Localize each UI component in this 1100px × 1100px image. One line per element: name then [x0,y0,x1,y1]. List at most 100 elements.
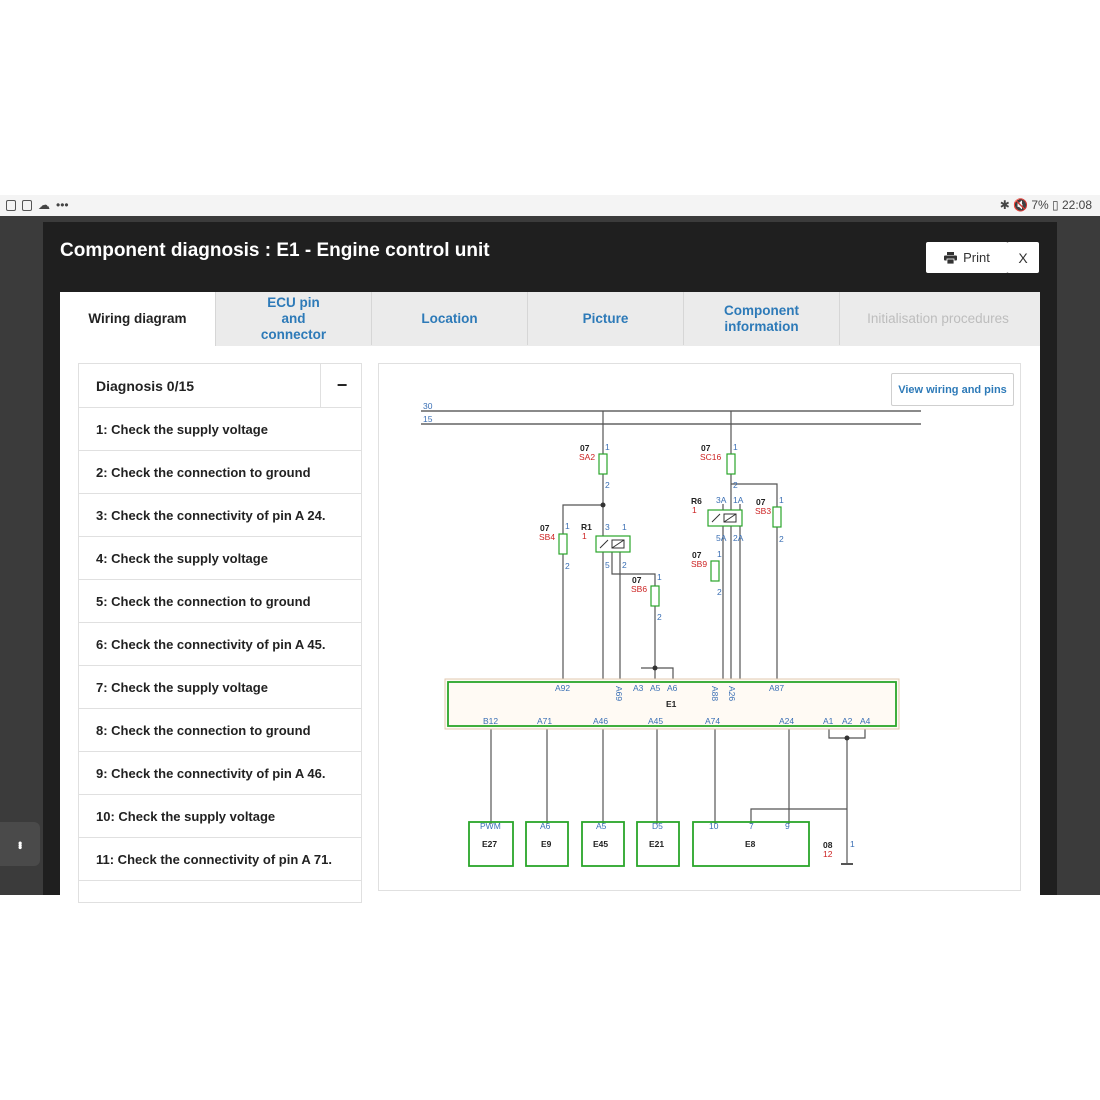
tab-picture[interactable]: Picture [528,292,684,345]
component-name: E27 [482,839,497,849]
diagnosis-item[interactable]: 5: Check the connection to ground [79,580,361,623]
component-e8 [692,821,810,867]
fuse-pin: 2 [605,480,610,490]
ecu-pin: A6 [667,683,678,693]
relay-pin: 2A [733,533,744,543]
ecu-pin: A88 [710,686,720,701]
more-notifications-icon: ••• [56,198,69,212]
ground-sub: 12 [823,849,833,859]
bus-label-30: 30 [423,401,433,411]
fuse-pin: 1 [657,572,662,582]
relay-sub: 1 [692,505,697,515]
tab-initialisation-procedures: Initialisation procedures [867,310,1009,326]
diagnosis-item[interactable]: 8: Check the connection to ground [79,709,361,752]
component-pin: D5 [652,821,663,831]
tab-bar: Wiring diagram ECU pin and connector Loc… [60,292,1040,346]
ecu-pin: A87 [769,683,784,693]
print-label: Print [963,250,990,265]
fuse-sc16 [726,453,736,475]
fuse-pin: 2 [657,612,662,622]
relay-pin: 5A [716,533,727,543]
content-panel: Wiring diagram ECU pin and connector Loc… [60,292,1040,903]
relay-pin: 2 [622,560,627,570]
fuse-id: 07 [692,550,702,560]
ecu-pin: A24 [779,716,794,726]
diagnosis-header: Diagnosis 0/15 − [79,364,361,408]
tab-wiring-diagram[interactable]: Wiring diagram [60,292,216,346]
printer-icon [944,251,958,264]
ecu-pin: B12 [483,716,498,726]
fuse-sa2 [598,453,608,475]
tab-component-information[interactable]: Component information [684,292,840,345]
diagnosis-item[interactable]: 2: Check the connection to ground [79,451,361,494]
fuse-pin: 1 [733,442,738,452]
relay-coil-icon [711,513,737,523]
tab-ecu-pin-connector[interactable]: ECU pin and connector [216,292,372,345]
ecu-pin: A71 [537,716,552,726]
junction [652,665,658,671]
collapse-button[interactable]: − [320,364,361,407]
ground-pin: 1 [850,839,855,849]
ecu-pin: A45 [648,716,663,726]
ecu-pin: A46 [593,716,608,726]
fuse-id: 07 [632,575,642,585]
diagnosis-list: Diagnosis 0/15 − 1: Check the supply vol… [78,363,362,903]
fuse-pin: 1 [605,442,610,452]
component-pin: PWM [480,821,501,831]
relay-sub: 1 [582,531,587,541]
diagnosis-item[interactable]: 6: Check the connectivity of pin A 45. [79,623,361,666]
relay-id: R1 [581,522,592,532]
diagnosis-item[interactable]: 1: Check the supply voltage [79,408,361,451]
gallery-icon [22,199,32,211]
side-menu-handle[interactable]: ••• [0,822,40,866]
relay-coil-icon [599,539,625,549]
component-pin: A5 [596,821,607,831]
fuse-pin: 2 [565,561,570,571]
wiring-diagram-area: View wiring and pins 30 1 5 [378,363,1021,891]
diagnosis-item[interactable]: 7: Check the supply voltage [79,666,361,709]
view-wiring-and-pins-button[interactable]: View wiring and pins [891,373,1014,406]
relay-r6 [707,509,743,527]
relay-pin: 3A [716,495,727,505]
wire [641,667,674,682]
print-button[interactable]: Print [926,242,1008,273]
diagnosis-item[interactable]: 4: Check the supply voltage [79,537,361,580]
fuse-sb4 [558,533,568,555]
wire [611,536,656,704]
fuse-pin: 1 [717,549,722,559]
fuse-name: SC16 [700,452,722,462]
ecu-pin: A2 [842,716,853,726]
wire [750,808,847,824]
fuse-pin: 2 [717,587,722,597]
close-button[interactable]: X [1007,242,1039,273]
component-diagnosis-modal: Component diagnosis : E1 - Engine contro… [43,222,1057,903]
component-e27 [468,821,514,867]
junction [844,735,850,741]
status-bar-left-icons: ☁ ••• [6,198,69,212]
component-pin: 10 [709,821,719,831]
diagnosis-item[interactable]: 10: Check the supply voltage [79,795,361,838]
ecu-name: E1 [666,699,677,709]
fuse-name: SA2 [579,452,595,462]
relay-pin: 1A [733,495,744,505]
component-e9 [525,821,569,867]
diagnosis-item[interactable]: 9: Check the connectivity of pin A 46. [79,752,361,795]
fuse-sb3 [772,506,782,528]
fuse-id: 07 [756,497,766,507]
ecu-pin: A4 [860,716,871,726]
diagnosis-title: Diagnosis 0/15 [96,378,195,394]
fuse-pin: 2 [779,534,784,544]
fuse-pin: 1 [779,495,784,505]
ecu-e1 [447,681,897,727]
component-name: E21 [649,839,664,849]
ground-id: 08 [823,840,833,850]
component-e21 [636,821,680,867]
component-pin: 9 [785,821,790,831]
fuse-name: SB9 [691,559,707,569]
fuse-name: SB4 [539,532,555,542]
fuse-sb9 [710,560,720,582]
diagnosis-item[interactable]: 11: Check the connectivity of pin A 71. [79,838,361,881]
tab-location[interactable]: Location [372,292,528,345]
relay-pin: 5 [605,560,610,570]
diagnosis-item[interactable]: 3: Check the connectivity of pin A 24. [79,494,361,537]
